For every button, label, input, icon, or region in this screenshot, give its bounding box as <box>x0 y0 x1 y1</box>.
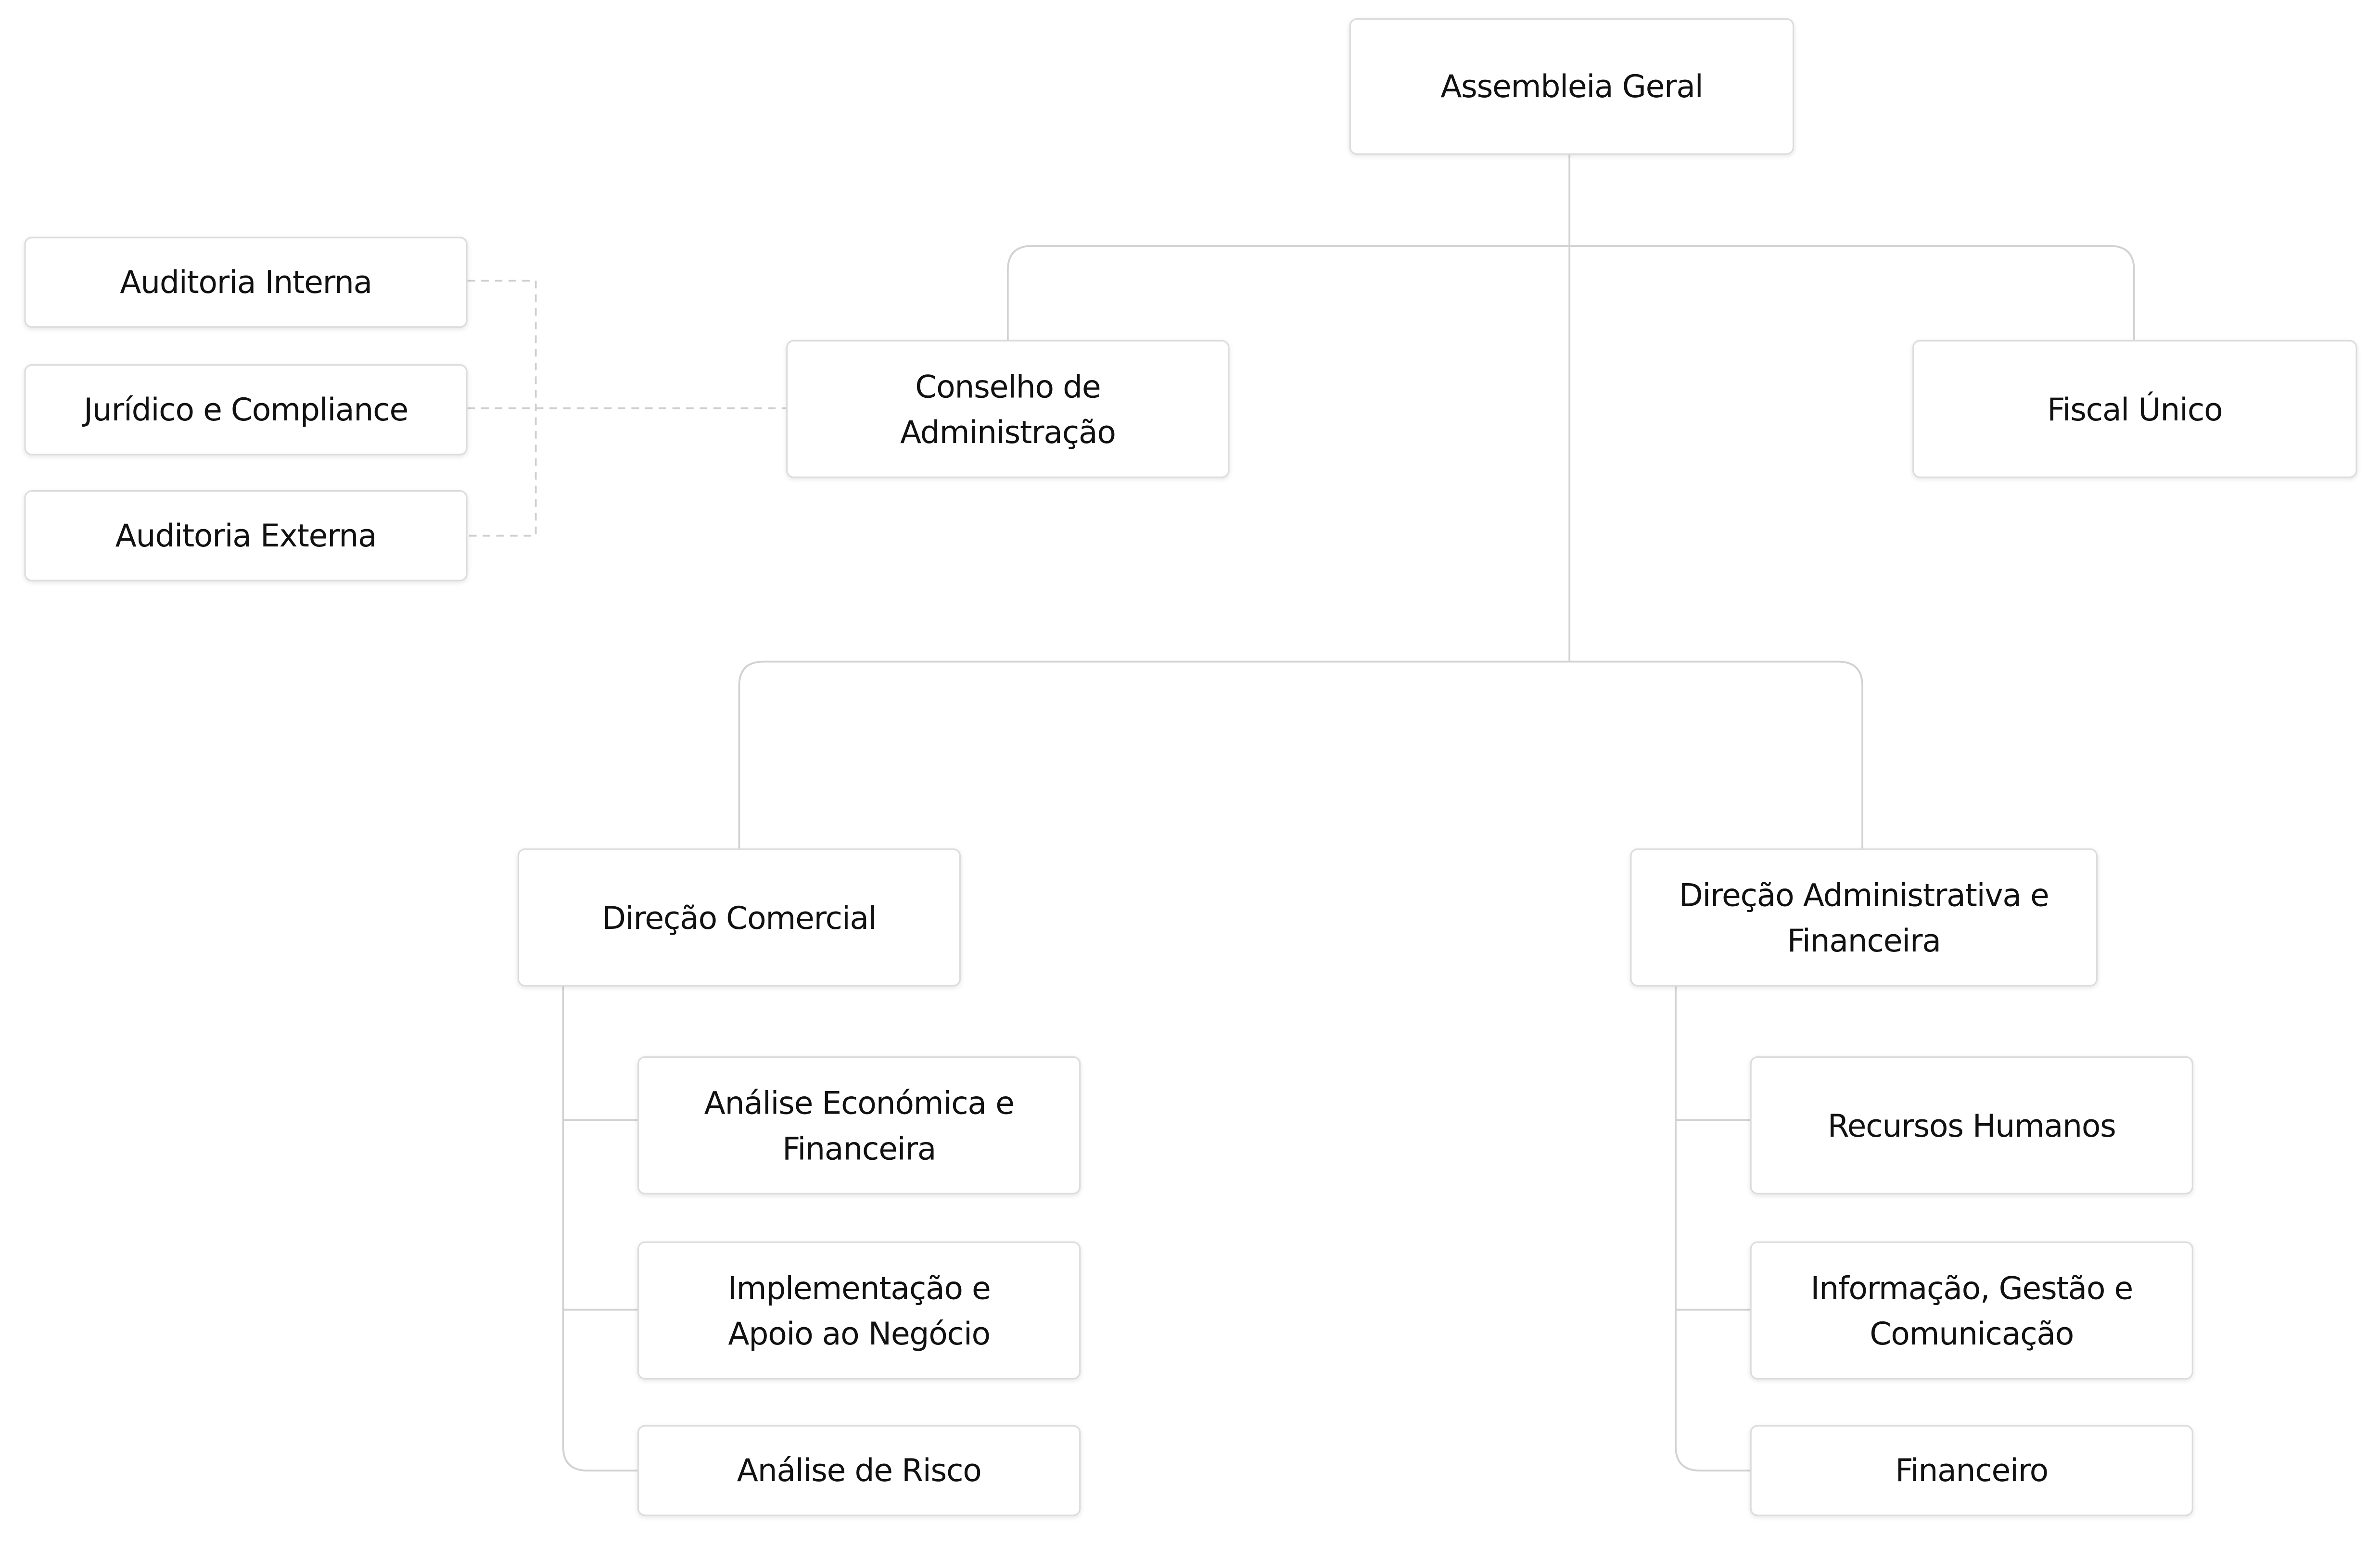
node-label: Auditoria Interna <box>120 264 372 301</box>
node-conselho-administracao: Conselho de Administração <box>786 340 1230 478</box>
node-auditoria-externa: Auditoria Externa <box>24 490 468 582</box>
node-assembleia-geral: Assembleia Geral <box>1349 18 1795 155</box>
node-fiscal-unico: Fiscal Único <box>1912 340 2357 478</box>
node-auditoria-interna: Auditoria Interna <box>24 237 468 328</box>
node-label: Recursos Humanos <box>1827 1107 2116 1144</box>
node-informacao-gestao: Informação, Gestão e Comunicação <box>1750 1241 2193 1380</box>
node-financeiro: Financeiro <box>1750 1425 2193 1516</box>
node-label: Direção Administrativa e Financeira <box>1679 876 2049 959</box>
node-label: Assembleia Geral <box>1440 68 1704 105</box>
node-direcao-administrativa: Direção Administrativa e Financeira <box>1630 848 2098 987</box>
node-direcao-comercial: Direção Comercial <box>517 848 961 987</box>
node-label: Análise de Risco <box>737 1452 982 1489</box>
node-label: Implementação e Apoio ao Negócio <box>727 1269 991 1352</box>
node-label: Jurídico e Compliance <box>84 391 408 428</box>
node-label: Financeiro <box>1895 1452 2049 1489</box>
node-analise-economica: Análise Económica e Financeira <box>637 1056 1081 1194</box>
node-label: Análise Económica e Financeira <box>704 1084 1015 1167</box>
connector-comercial-trunk <box>562 986 638 1471</box>
connector-board-level <box>1006 245 2135 340</box>
node-implementacao-apoio: Implementação e Apoio ao Negócio <box>637 1241 1081 1380</box>
node-label: Fiscal Único <box>2047 391 2223 428</box>
connector-direction-level <box>738 660 1863 849</box>
node-label: Informação, Gestão e Comunicação <box>1810 1269 2133 1352</box>
node-juridico-compliance: Jurídico e Compliance <box>24 364 468 456</box>
node-label: Direção Comercial <box>602 899 877 936</box>
node-label: Auditoria Externa <box>115 517 377 554</box>
node-analise-risco: Análise de Risco <box>637 1425 1081 1516</box>
connector-administrativa-trunk <box>1675 986 1750 1471</box>
node-recursos-humanos: Recursos Humanos <box>1750 1056 2193 1194</box>
node-label: Conselho de Administração <box>900 368 1116 450</box>
